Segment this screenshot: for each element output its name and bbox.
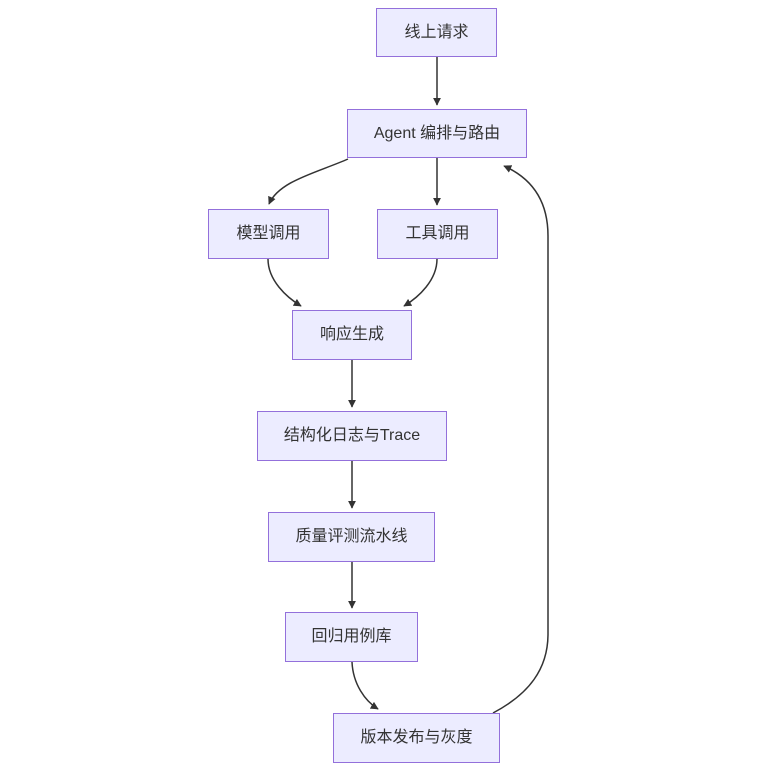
node-label: 工具调用 <box>405 225 470 243</box>
node-label: 版本发布与灰度 <box>360 729 473 747</box>
node-online-request: 线上请求 <box>376 8 497 57</box>
node-structured-logs-trace: 结构化日志与Trace <box>257 411 447 461</box>
node-label: 质量评测流水线 <box>295 528 408 546</box>
node-label: Agent 编排与路由 <box>373 124 501 142</box>
node-label: 响应生成 <box>319 326 384 344</box>
edge-regression-to-release <box>351 661 379 710</box>
node-label: 回归用例库 <box>311 628 392 646</box>
node-regression-cases: 回归用例库 <box>285 612 418 662</box>
node-model-call: 模型调用 <box>208 209 329 259</box>
node-release-canary: 版本发布与灰度 <box>333 713 500 763</box>
node-response-generation: 响应生成 <box>292 310 412 360</box>
node-label: 结构化日志与Trace <box>283 427 421 445</box>
node-label: 线上请求 <box>404 23 469 41</box>
node-quality-eval-pipeline: 质量评测流水线 <box>268 512 435 562</box>
node-agent-orchestration: Agent 编排与路由 <box>347 109 527 158</box>
edge-release-to-agent-loop <box>492 165 549 714</box>
edge-model-call-to-response <box>267 258 302 307</box>
node-label: 模型调用 <box>236 225 301 243</box>
edge-agent-to-model-call <box>268 158 349 205</box>
edge-tool-call-to-response <box>403 258 438 307</box>
node-tool-call: 工具调用 <box>377 209 498 259</box>
